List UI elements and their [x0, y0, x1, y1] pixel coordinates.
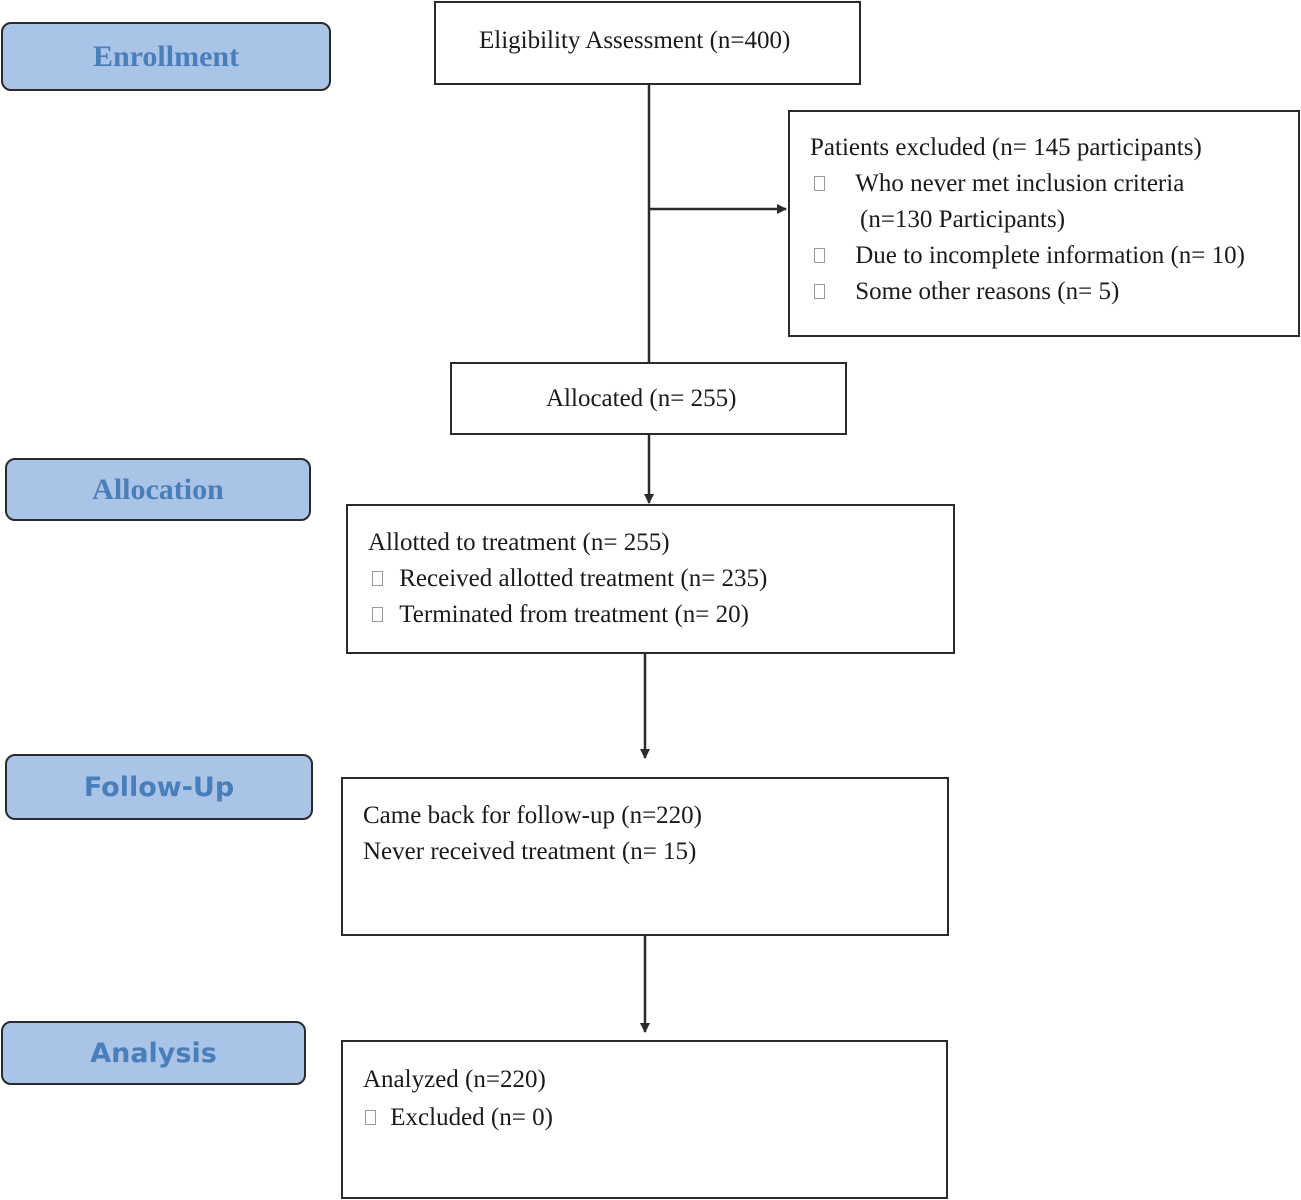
- follow-up-returned: Came back for follow-up (n=220): [363, 802, 703, 829]
- eligibility-assessment-text: Eligibility Assessment (n=400): [479, 27, 791, 54]
- allotted-title: Allotted to treatment (n= 255): [368, 529, 670, 556]
- excluded-item-other: Some other reasons (n= 5): [814, 274, 1119, 310]
- follow-up-box: Came back for follow-up (n=220) Never re…: [341, 777, 949, 936]
- eligibility-assessment-box: Eligibility Assessment (n=400): [434, 1, 861, 85]
- excluded-item-other-text: Some other reasons (n= 5): [855, 278, 1120, 305]
- allocated-box: Allocated (n= 255): [450, 362, 847, 435]
- excluded-item-criteria-count: (n=130 Participants): [860, 206, 1066, 233]
- checkbox-bullet-icon: [372, 570, 383, 586]
- stage-label-analysis: Analysis: [1, 1021, 306, 1085]
- excluded-title: Patients excluded (n= 145 participants): [810, 134, 1202, 161]
- checkbox-bullet-icon: [814, 247, 825, 263]
- allotted-item-terminated: Terminated from treatment (n= 20): [372, 597, 749, 633]
- allotted-item-received-text: Received allotted treatment (n= 235): [399, 565, 768, 592]
- checkbox-bullet-icon: [372, 606, 383, 622]
- analysis-item-excluded-text: Excluded (n= 0): [390, 1104, 553, 1131]
- allotted-item-received: Received allotted treatment (n= 235): [372, 561, 767, 597]
- follow-up-never-received: Never received treatment (n= 15): [363, 838, 697, 865]
- stage-label-analysis-text: Analysis: [90, 1037, 217, 1069]
- stage-label-allocation-text: Allocation: [92, 472, 224, 506]
- excluded-item-incomplete: Due to incomplete information (n= 10): [814, 238, 1245, 274]
- checkbox-bullet-icon: [814, 283, 825, 299]
- patients-excluded-box: Patients excluded (n= 145 participants) …: [788, 110, 1300, 337]
- stage-label-allocation: Allocation: [5, 458, 311, 521]
- allotted-item-terminated-text: Terminated from treatment (n= 20): [399, 601, 749, 628]
- checkbox-bullet-icon: [814, 175, 825, 191]
- stage-label-follow-up-text: Follow-Up: [83, 771, 235, 803]
- excluded-item-criteria-text: Who never met inclusion criteria: [855, 170, 1185, 197]
- analyzed-text: Analyzed (n=220): [363, 1066, 546, 1093]
- analysis-item-excluded: Excluded (n= 0): [365, 1100, 553, 1136]
- analysis-box: Analyzed (n=220) Excluded (n= 0): [341, 1040, 948, 1199]
- allocated-text: Allocated (n= 255): [546, 385, 737, 412]
- excluded-item-criteria: Who never met inclusion criteria: [814, 166, 1184, 202]
- stage-label-enrollment-text: Enrollment: [92, 39, 240, 73]
- stage-label-enrollment: Enrollment: [1, 22, 331, 91]
- stage-label-follow-up: Follow-Up: [5, 754, 313, 820]
- checkbox-bullet-icon: [365, 1109, 376, 1125]
- allotted-treatment-box: Allotted to treatment (n= 255) Received …: [346, 504, 955, 654]
- excluded-item-incomplete-text: Due to incomplete information (n= 10): [855, 242, 1245, 269]
